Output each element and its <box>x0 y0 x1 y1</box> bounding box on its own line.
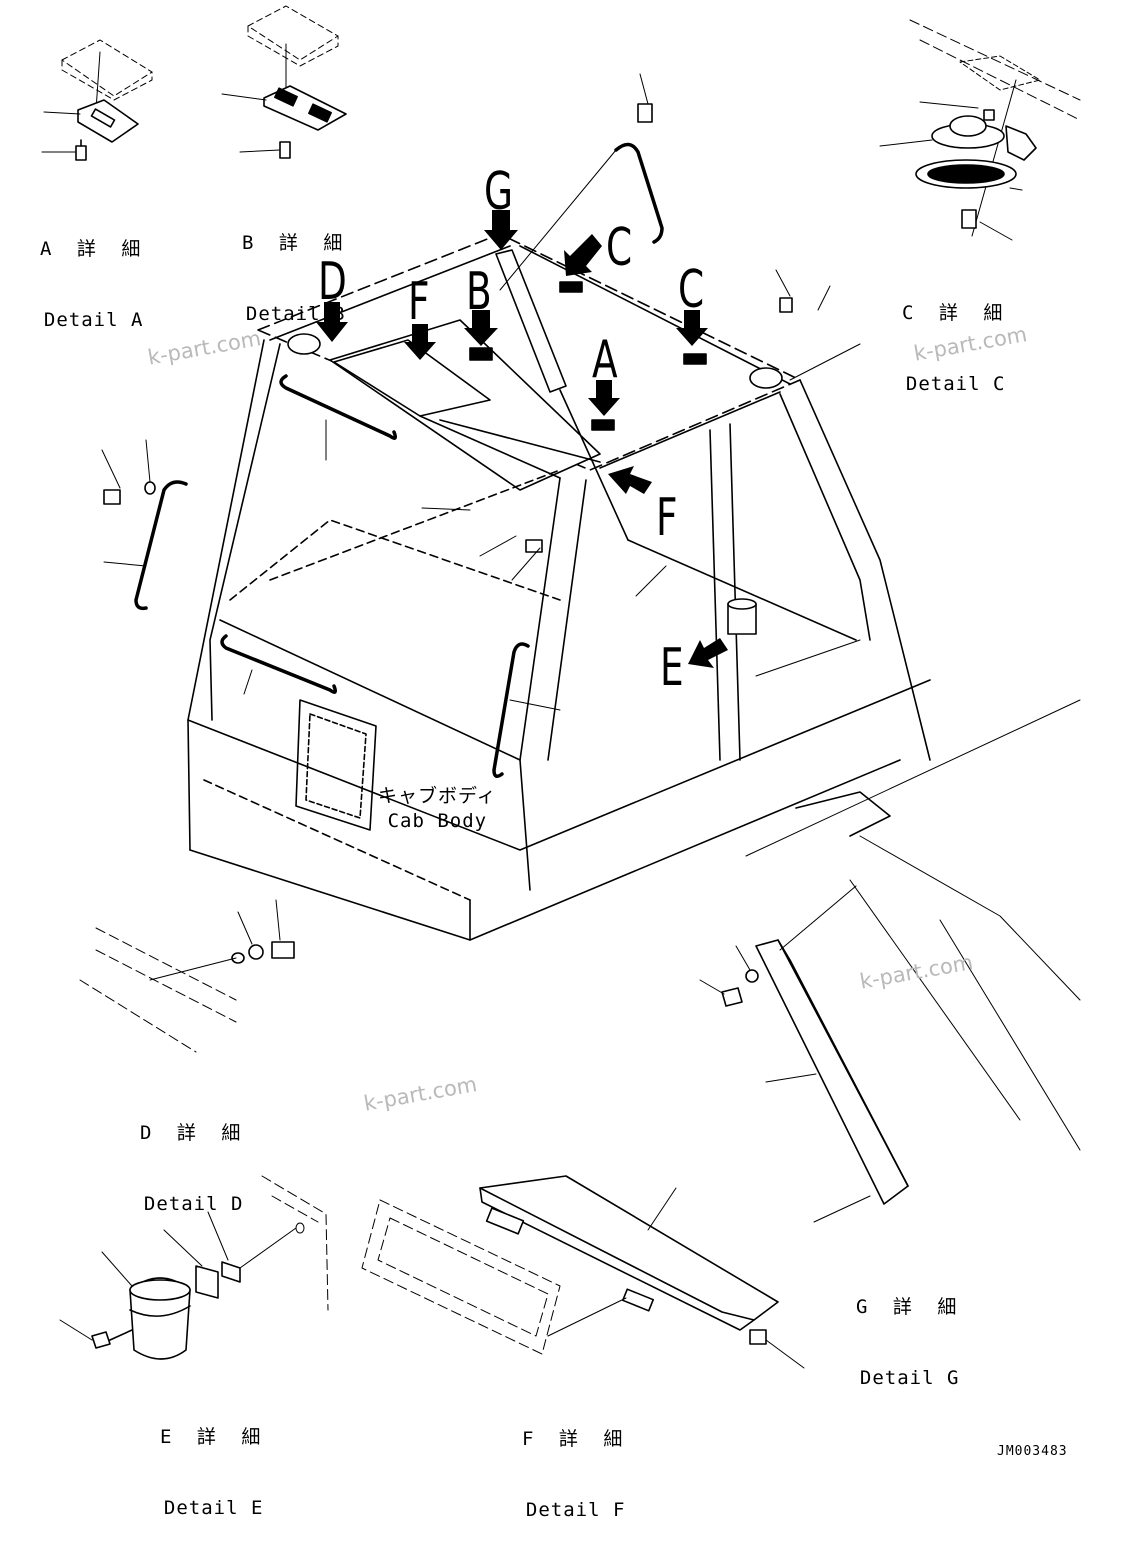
detail-a-jp: A 詳 細 <box>40 237 148 260</box>
detail-a-drawing <box>42 40 152 160</box>
detail-b-jp: B 詳 細 <box>242 231 350 254</box>
arrow-f1 <box>404 324 436 360</box>
callout-g: G <box>484 162 514 222</box>
callout-arrows <box>316 210 728 668</box>
detail-f-drawing <box>362 1176 804 1368</box>
detail-d-drawing <box>80 900 294 1052</box>
arrow-b <box>464 310 498 346</box>
arrow-e <box>688 638 728 668</box>
detail-d-label: D 詳 細 Detail D <box>140 1074 247 1240</box>
arrow-a <box>588 380 620 416</box>
detail-g-label: G 詳 細 Detail G <box>856 1248 963 1414</box>
detail-e-en: Detail E <box>163 1496 264 1519</box>
document-number: JM003483 <box>997 1444 1068 1459</box>
detail-e-jp: E 詳 細 <box>160 1425 268 1448</box>
arrow-c2 <box>676 310 708 346</box>
arrow-c1 <box>564 234 602 276</box>
detail-b-en: Detail B <box>245 302 346 325</box>
cab-body-parts-diagram <box>0 0 1139 1491</box>
cab-body-jp: キャブボディ <box>378 785 497 807</box>
arrow-d <box>316 302 348 342</box>
callout-e: E <box>660 638 684 698</box>
detail-b-label: B 詳 細 Detail B <box>242 184 349 350</box>
cab-body-drawing <box>102 74 930 940</box>
detail-a-en: Detail A <box>43 308 144 331</box>
callout-a: A <box>592 330 618 390</box>
detail-g-drawing <box>700 700 1080 1222</box>
detail-c-en: Detail C <box>905 372 1006 395</box>
callout-c-right: C <box>678 260 705 320</box>
callout-f-top: F <box>408 272 430 332</box>
callout-b: B <box>466 262 492 322</box>
cab-body-label: キャブボディ Cab Body <box>378 784 497 833</box>
detail-c-label: C 詳 細 Detail C <box>902 254 1009 420</box>
detail-g-jp: G 詳 細 <box>856 1295 964 1318</box>
detail-a-label: A 詳 細 Detail A <box>40 190 147 356</box>
detail-e-drawing <box>60 1176 328 1359</box>
arrow-g <box>484 210 518 250</box>
detail-f-jp: F 詳 細 <box>522 1427 630 1450</box>
detail-e-label: E 詳 細 Detail E <box>160 1378 267 1544</box>
callout-f-side: F <box>656 488 678 548</box>
detail-d-jp: D 詳 細 <box>140 1121 248 1144</box>
callout-d: D <box>318 252 347 312</box>
detail-g-en: Detail G <box>859 1366 960 1389</box>
detail-f-label: F 詳 細 Detail F <box>522 1380 629 1546</box>
detail-c-jp: C 詳 細 <box>902 301 1010 324</box>
arrow-f2 <box>608 466 652 494</box>
detail-d-en: Detail D <box>143 1192 244 1215</box>
cab-body-en: Cab Body <box>387 809 488 832</box>
callout-c-upper: C <box>606 218 633 278</box>
detail-f-en: Detail F <box>525 1498 626 1521</box>
detail-b-drawing <box>222 6 346 158</box>
detail-c-drawing <box>880 20 1080 240</box>
